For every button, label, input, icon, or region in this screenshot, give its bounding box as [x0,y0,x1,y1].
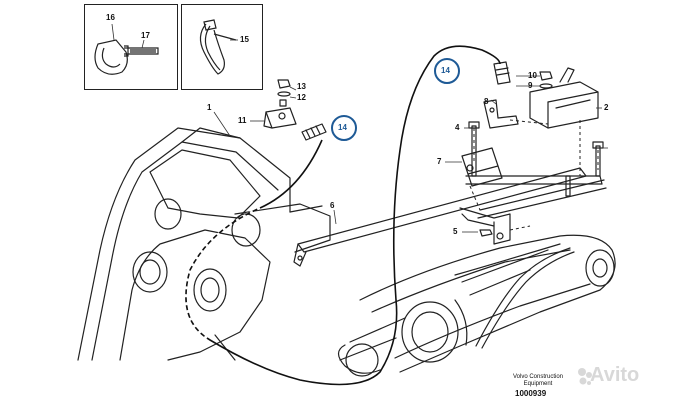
bolt-mid [565,175,571,197]
sensor-connector [493,61,511,85]
callout-5: 5 [453,227,458,236]
angle-bracket [483,99,519,129]
brand-line-1: Volvo Construction [512,374,564,380]
callout-9: 9 [528,81,533,90]
clamp-block [461,147,503,187]
callout-10: 10 [528,71,537,80]
callout-11: 11 [238,116,247,125]
nut-5 [479,229,493,237]
callout-7: 7 [437,157,442,166]
hydraulic-hose [475,247,571,347]
avito-logo-icon [578,368,592,385]
watermark: Avito [590,364,640,386]
bolt-4 [468,121,480,177]
callout-17: 17 [141,31,150,40]
callout-8: 8 [484,97,489,106]
callout-2: 2 [604,103,609,112]
callout-4: 4 [455,123,460,132]
upper-bracket [263,107,297,129]
hydraulic-cylinder [337,234,616,377]
footer-brand: Volvo Construction Equipment [508,374,568,388]
support-rod [465,175,607,219]
leader-lines [469,119,599,231]
callout-1: 1 [207,103,212,112]
callout-16: 16 [106,13,115,22]
callout-14-right: 14 [338,123,347,132]
inset-clamp-panel [84,4,178,90]
inset-cable-tie-panel [181,4,263,90]
callout-14-top: 14 [441,66,450,75]
nut-13 [277,79,291,107]
brand-line-2: Equipment [523,381,553,387]
callout-13: 13 [297,82,306,91]
lower-bracket [459,207,511,245]
callout-15: 15 [240,35,249,44]
drawing-number: 1000939 [515,389,547,398]
callout-leaders [213,75,608,233]
callout-14-highlight-top [434,58,460,84]
callout-14-highlight-right [331,115,357,141]
callout-6: 6 [330,201,335,210]
cable-sleeve [301,123,327,141]
callout-12: 12 [297,93,306,102]
